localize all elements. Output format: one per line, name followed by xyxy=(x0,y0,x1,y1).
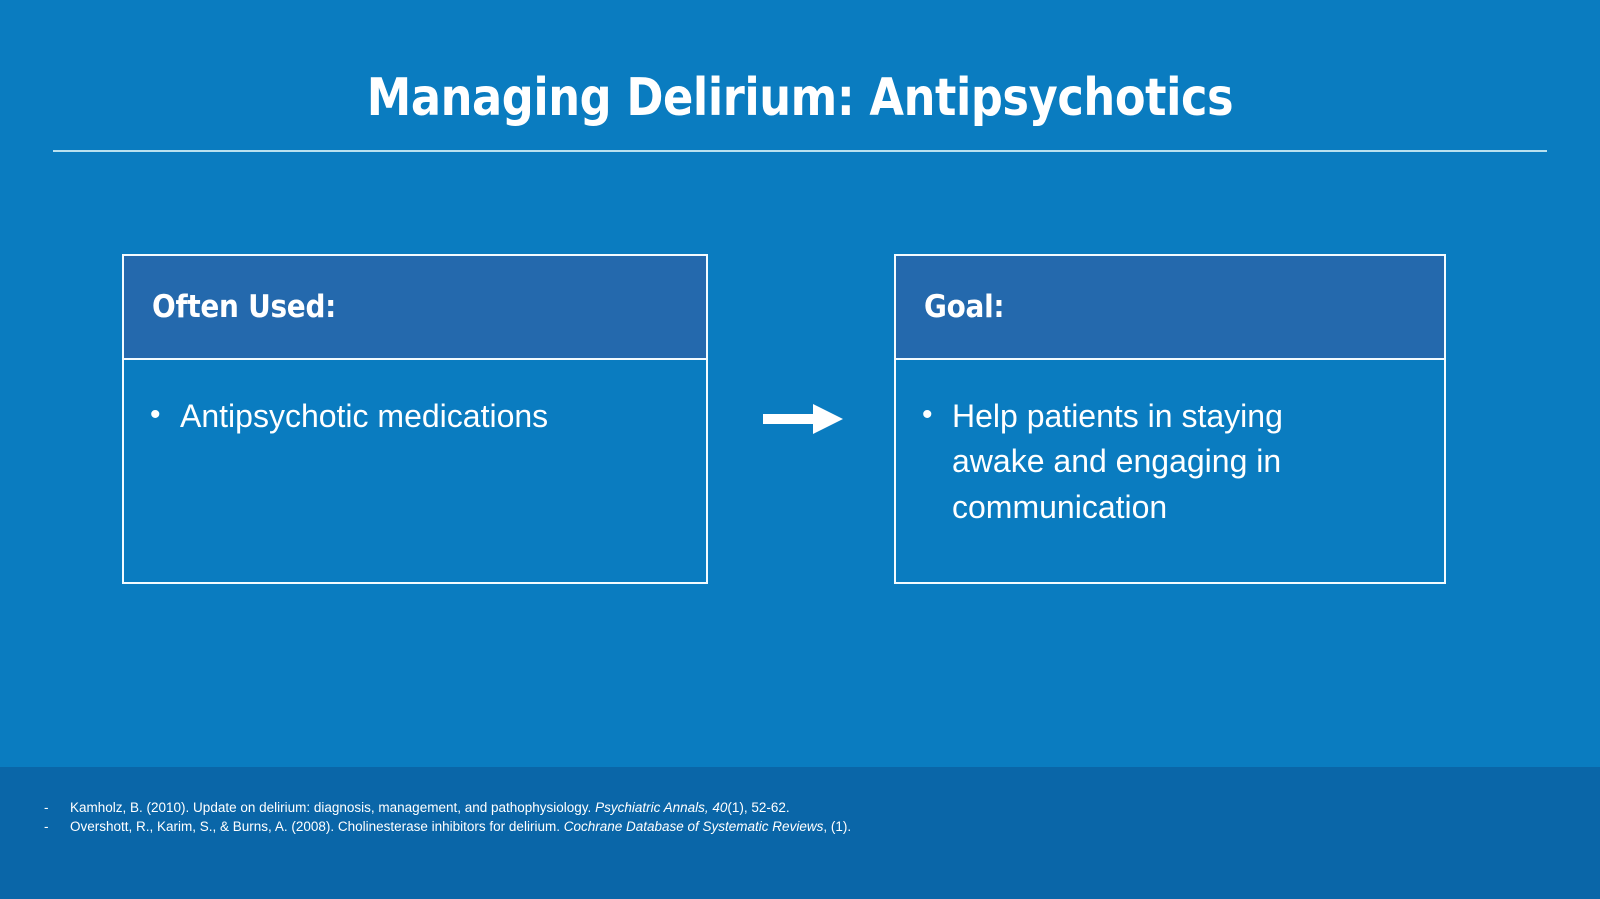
list-item: • Antipsychotic medications xyxy=(150,394,684,439)
reference-item: - Kamholz, B. (2010). Update on delirium… xyxy=(44,798,851,817)
page-title: Managing Delirium: Antipsychotics xyxy=(366,68,1234,128)
panel-header-often-used: Often Used: xyxy=(124,256,706,360)
list-item-label: Antipsychotic medications xyxy=(180,398,549,434)
right-arrow-icon xyxy=(763,402,843,436)
reference-text: Overshott, R., Karim, S., & Burns, A. (2… xyxy=(70,819,852,834)
list-item-label: Help patients in staying awake and engag… xyxy=(952,398,1283,525)
bullet-icon: • xyxy=(150,398,161,431)
reference-dash: - xyxy=(44,800,49,815)
list-item: • Help patients in staying awake and eng… xyxy=(922,394,1422,530)
footer-bar: - Kamholz, B. (2010). Update on delirium… xyxy=(0,767,1600,899)
panel-body-goal: • Help patients in staying awake and eng… xyxy=(896,360,1444,530)
reference-item: - Overshott, R., Karim, S., & Burns, A. … xyxy=(44,817,851,836)
panel-goal: Goal: • Help patients in staying awake a… xyxy=(894,254,1446,584)
title-divider xyxy=(53,150,1547,152)
panel-header-goal: Goal: xyxy=(896,256,1444,360)
reference-text: Kamholz, B. (2010). Update on delirium: … xyxy=(70,800,790,815)
panel-header-label: Goal: xyxy=(924,289,1005,325)
panel-header-label: Often Used: xyxy=(152,289,337,325)
panel-often-used: Often Used: • Antipsychotic medications xyxy=(122,254,708,584)
reference-list: - Kamholz, B. (2010). Update on delirium… xyxy=(44,798,851,836)
reference-dash: - xyxy=(44,819,49,834)
bullet-icon: • xyxy=(922,398,933,431)
panel-body-often-used: • Antipsychotic medications xyxy=(124,360,706,439)
